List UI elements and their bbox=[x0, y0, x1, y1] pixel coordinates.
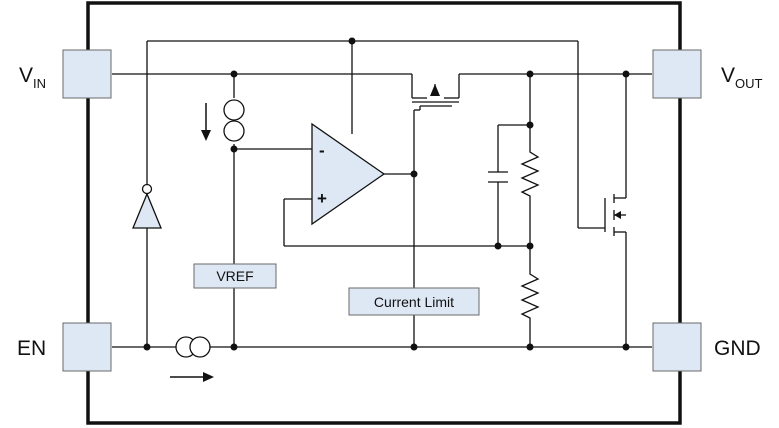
vout-pad bbox=[652, 49, 702, 99]
en-inverter bbox=[132, 183, 162, 229]
opamp-plus-sign: + bbox=[317, 189, 327, 208]
wires bbox=[112, 40, 652, 348]
gnd-pad bbox=[652, 322, 702, 372]
package-outline bbox=[86, 1, 682, 425]
junction-dots bbox=[143, 37, 630, 351]
opamp-minus-sign: - bbox=[319, 141, 325, 160]
vref-block bbox=[193, 263, 277, 289]
en-pad bbox=[62, 322, 112, 372]
arrow-right-icon bbox=[203, 372, 214, 382]
resistor-top bbox=[520, 148, 540, 200]
en-label: EN bbox=[17, 337, 46, 360]
current-source-horizontal bbox=[175, 336, 211, 358]
capacitor bbox=[488, 171, 508, 183]
vin-pad bbox=[62, 49, 112, 99]
error-amplifier bbox=[311, 122, 386, 226]
current-limit-label: Current Limit bbox=[374, 294, 454, 310]
vref-label: VREF bbox=[216, 268, 253, 284]
current-source-vertical bbox=[223, 99, 245, 142]
nmos-arrow-icon bbox=[614, 211, 621, 219]
vin-label: VIN bbox=[19, 64, 46, 91]
vout-label: VOUT bbox=[721, 64, 763, 91]
resistor-bottom bbox=[520, 270, 540, 322]
gnd-label: GND bbox=[714, 337, 761, 360]
pmos-arrow-icon bbox=[430, 84, 440, 96]
current-limit-block bbox=[348, 287, 480, 316]
arrow-down-icon bbox=[201, 130, 211, 141]
